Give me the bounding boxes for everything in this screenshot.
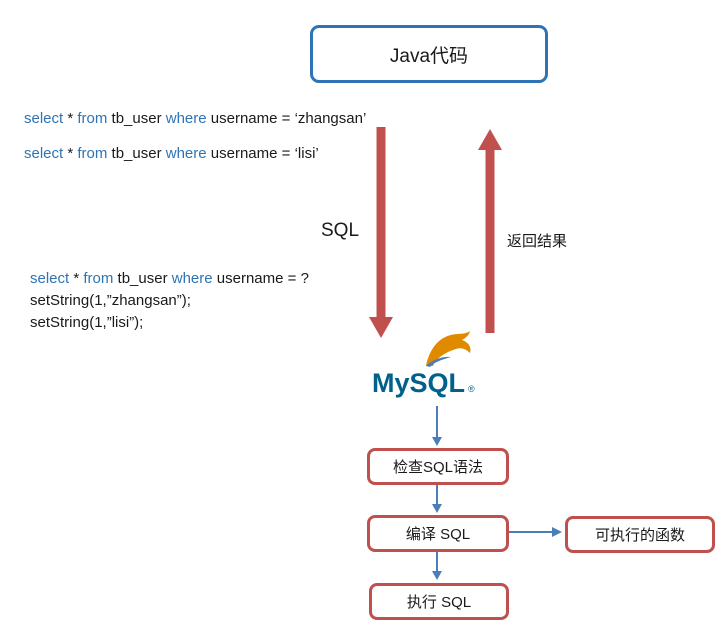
java-code-box: Java代码 [310,25,548,83]
mysql-to-check-arrow [432,406,442,446]
execute-sql-box: 执行 SQL [369,583,509,620]
mysql-logo: MySQL ® [372,330,482,400]
mysql-registered-mark: ® [468,384,475,394]
compile-sql-label: 编译 SQL [405,526,471,543]
mysql-logo-text: MySQL [372,368,466,398]
java-code-label: Java代码 [389,45,469,67]
sql-request-arrow [369,127,393,338]
prepared-sql-statement: select * from tb_user where username = ? [30,270,309,287]
check-to-compile-arrow [432,483,442,513]
sql-label: SQL [321,220,360,241]
executable-function-label: 可执行的函数 [594,527,685,544]
compile-to-function-arrow [508,527,562,537]
executable-function-box: 可执行的函数 [565,516,715,553]
check-sql-syntax-label: 检查SQL语法 [392,459,483,476]
mysql-dolphin-icon [426,331,471,367]
sql-statement-zhangsan: select * from tb_user where username = ‘… [24,110,367,127]
setstring-zhangsan-line: setString(1,”zhangsan”); [30,292,191,309]
setstring-lisi-line: setString(1,”lisi”); [30,314,144,331]
compile-sql-box: 编译 SQL [367,515,509,552]
check-sql-syntax-box: 检查SQL语法 [367,448,509,485]
result-return-arrow [478,129,502,333]
prepared-statement-block: select * from tb_user where username = ?… [30,268,309,334]
compile-to-execute-arrow [432,550,442,580]
execute-sql-label: 执行 SQL [406,594,472,611]
sql-statement-lisi: select * from tb_user where username = ‘… [24,145,319,162]
return-result-label: 返回结果 [507,233,568,250]
